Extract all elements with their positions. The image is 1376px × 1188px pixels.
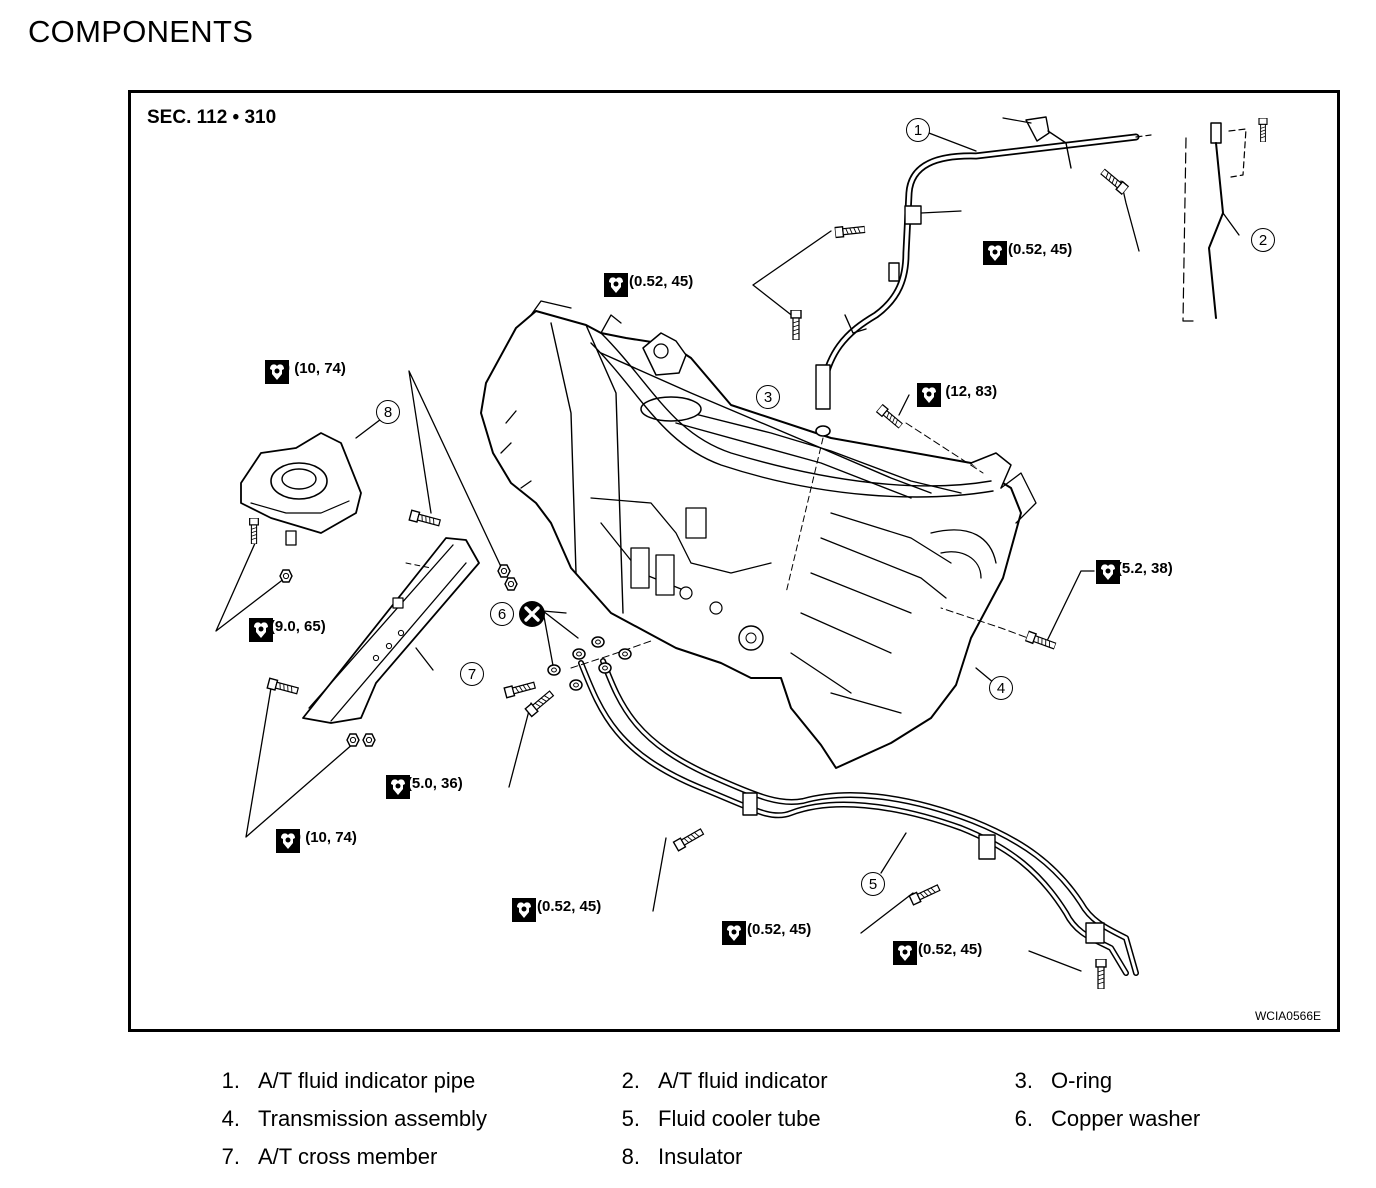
legend-label: Transmission assembly (258, 1106, 488, 1131)
diagram-drawing (215, 116, 1268, 989)
torque-spec-7: 49 (5.0, 36) (386, 775, 463, 799)
torque-spec-11: 5.1 (0.52, 45) (893, 941, 982, 965)
legend-label: Insulator (658, 1144, 743, 1169)
callout-5: 5 (861, 872, 885, 896)
legend-number: 7. (221, 1144, 240, 1169)
o-ring (785, 425, 831, 594)
legend-label: A/T fluid indicator pipe (258, 1068, 476, 1093)
torque-spec-3: 100 (10, 74) (265, 360, 346, 384)
torque-wrench-icon (265, 360, 289, 384)
torque-spec-4: 113 (12, 83) (917, 383, 997, 407)
legend-number: 6. (1014, 1106, 1033, 1131)
callout-1: 1 (906, 118, 930, 142)
legend-label: O-ring (1051, 1068, 1113, 1093)
legend-label: A/T cross member (258, 1144, 438, 1169)
callout-3: 3 (756, 385, 780, 409)
torque-spec-5: 51 (5.2, 38) (1096, 560, 1173, 584)
fluid-cooler-tube (578, 658, 1139, 976)
torque-wrench-icon (722, 921, 746, 945)
circled-x-icon (519, 601, 545, 627)
torque-spec-10: 5.1 (0.52, 45) (722, 921, 811, 945)
torque-spec-8: 100 (10, 74) (276, 829, 357, 853)
torque-wrench-icon (604, 273, 628, 297)
torque-spec-9: 5.1 (0.52, 45) (512, 898, 601, 922)
figure-code: WCIA0566E (1254, 1009, 1321, 1023)
torque-wrench-icon (249, 618, 273, 642)
fluid-indicator-pipe (815, 116, 1152, 410)
legend-number: 1. (221, 1068, 240, 1093)
torque-wrench-icon (512, 898, 536, 922)
callout-2: 2 (1251, 228, 1275, 252)
legend-number: 4. (221, 1106, 240, 1131)
torque-spec-1: 5.1 (0.52, 45) (604, 273, 693, 297)
callout-7: 7 (460, 662, 484, 686)
legend-number: 2. (621, 1068, 640, 1093)
torque-wrench-icon (983, 241, 1007, 265)
callout-4: 4 (989, 676, 1013, 700)
legend-label: Fluid cooler tube (658, 1106, 821, 1131)
page-title: COMPONENTS (28, 14, 254, 49)
legend-label: Copper washer (1051, 1106, 1201, 1131)
torque-wrench-icon (386, 775, 410, 799)
insulator (240, 432, 362, 546)
torque-wrench-icon (276, 829, 300, 853)
torque-wrench-icon (893, 941, 917, 965)
legend-label: A/T fluid indicator (658, 1068, 828, 1093)
torque-wrench-icon (1096, 560, 1120, 584)
transmission-assembly (480, 300, 1037, 769)
legend-number: 8. (621, 1144, 640, 1169)
cross-member (302, 537, 480, 724)
torque-spec-6: 88 (9.0, 65) (249, 618, 326, 642)
section-reference: SEC. 112 • 310 (147, 107, 277, 128)
exploded-diagram: SEC. 112 • 310 WCIA0566E 5.1 (0.52, 45) … (128, 90, 1340, 1032)
legend-number: 5. (621, 1106, 640, 1131)
legend-number: 3. (1014, 1068, 1033, 1093)
callout-6: 6 (490, 602, 514, 626)
fluid-indicator (1178, 122, 1247, 322)
callout-8: 8 (376, 400, 400, 424)
torque-spec-2: 5.1 (0.52, 45) (983, 241, 1072, 265)
torque-wrench-icon (917, 383, 941, 407)
